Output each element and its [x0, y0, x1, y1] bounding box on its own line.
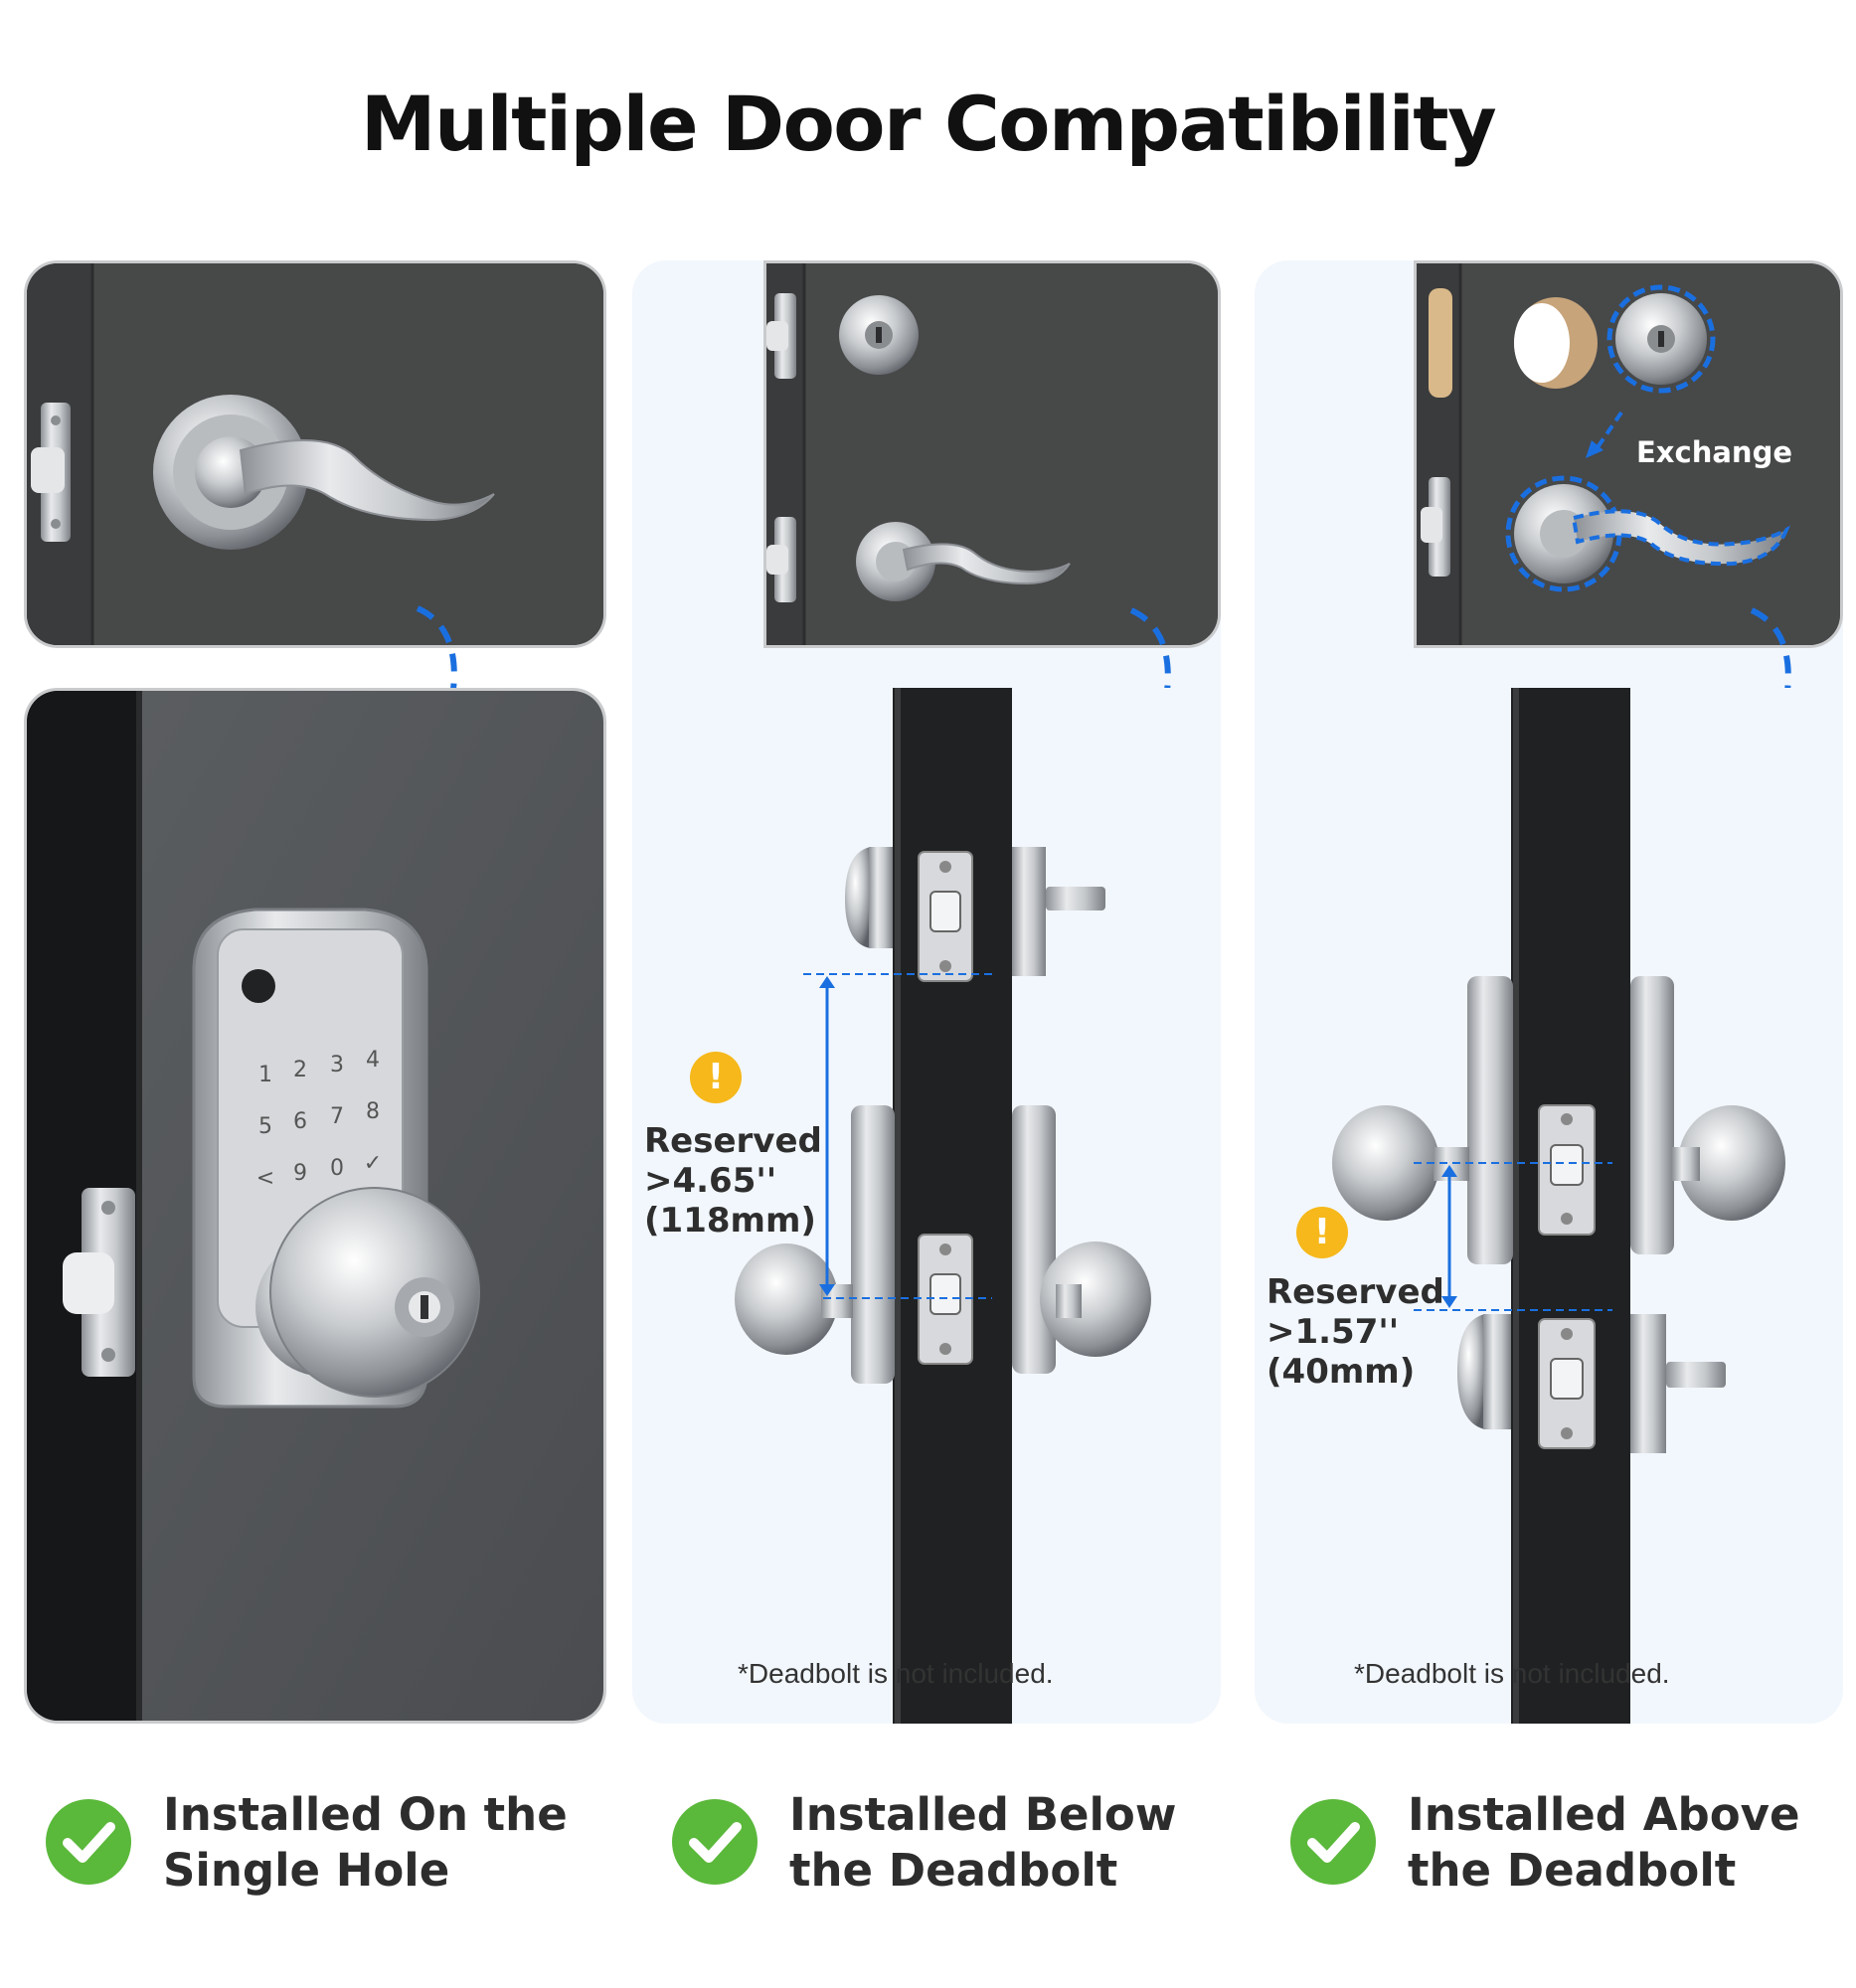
warning-icon: ! — [690, 1052, 742, 1103]
smart-lock-door-photo: 1 2 3 4 5 6 7 8 < 9 0 ✓ — [24, 688, 606, 1724]
caption-text: Installed On the Single Hole — [163, 1788, 568, 1897]
reserved-clearance-label: Reserved >1.57'' (40mm) — [1266, 1272, 1444, 1392]
page-title: Multiple Door Compatibility — [360, 80, 1497, 168]
keypad-key: 2 — [293, 1058, 307, 1082]
keypad-key: 8 — [366, 1099, 380, 1124]
column-single-hole: 1 2 3 4 5 6 7 8 < 9 0 ✓ — [10, 260, 616, 1897]
keypad-key: 4 — [366, 1048, 380, 1073]
check-circle-icon — [1290, 1799, 1376, 1885]
keypad-key: 1 — [258, 1063, 272, 1087]
keypad-key: 5 — [258, 1114, 272, 1139]
check-circle-icon — [46, 1799, 131, 1885]
keypad-key: 7 — [330, 1104, 344, 1129]
keypad-key: 6 — [293, 1109, 307, 1134]
caption-single-hole: Installed On the Single Hole — [46, 1787, 602, 1906]
keypad-key: < — [256, 1166, 274, 1191]
keypad-key: ✓ — [364, 1151, 382, 1176]
keypad-key: 9 — [293, 1161, 307, 1186]
warning-icon: ! — [1296, 1207, 1348, 1258]
door-deadbolt-lever-photo — [763, 260, 1221, 648]
check-circle-icon — [672, 1799, 758, 1885]
caption-above-deadbolt: Installed Above the Deadbolt — [1290, 1787, 1856, 1906]
caption-text: Installed Above the Deadbolt — [1408, 1788, 1800, 1897]
door-lever-photo — [24, 260, 606, 648]
deadbolt-note: *Deadbolt is not included. — [738, 1658, 1054, 1689]
reserved-clearance-label: Reserved >4.65'' (118mm) — [644, 1121, 822, 1241]
keypad-key: 0 — [330, 1156, 344, 1181]
column-below-deadbolt: ! Reserved >4.65'' (118mm) *Deadbolt is … — [632, 260, 1239, 1897]
deadbolt-note: *Deadbolt is not included. — [1354, 1658, 1670, 1689]
caption-below-deadbolt: Installed Below the Deadbolt — [672, 1787, 1229, 1906]
door-exchange-photo — [1414, 260, 1843, 648]
exchange-label: Exchange — [1636, 435, 1792, 469]
keypad-key: 3 — [330, 1053, 344, 1077]
cross-section-diagram — [1255, 688, 1843, 1724]
cross-section-diagram — [632, 688, 1221, 1724]
column-above-deadbolt: Exchange — [1255, 260, 1856, 1897]
caption-text: Installed Below the Deadbolt — [789, 1788, 1177, 1897]
